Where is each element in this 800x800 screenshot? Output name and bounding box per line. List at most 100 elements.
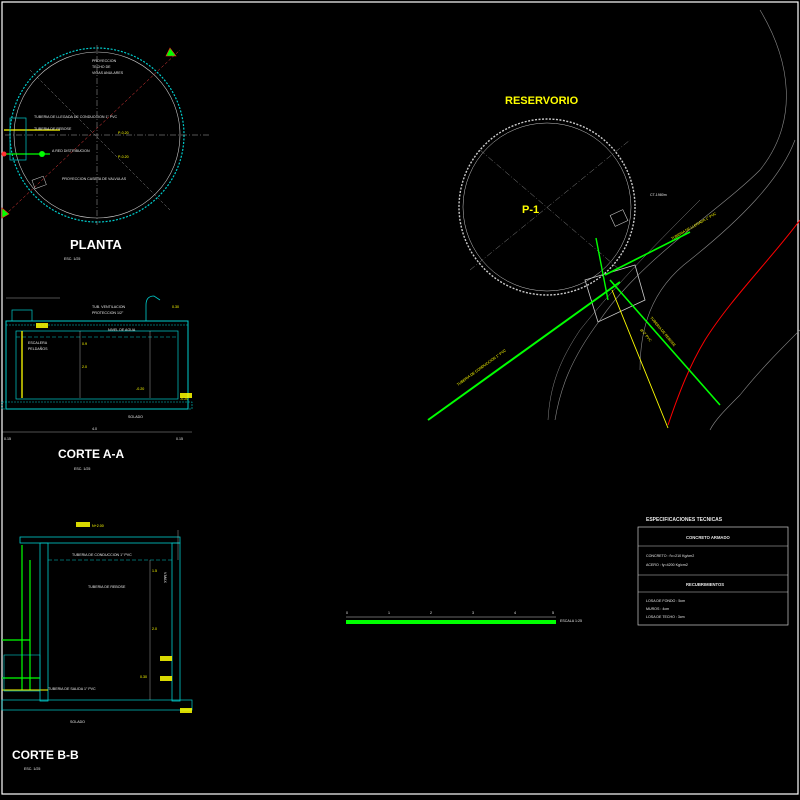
site-pipe-conduccion	[427, 281, 621, 421]
site-tank-outer	[458, 118, 636, 296]
corte-bb-title: CORTE B-B	[12, 748, 79, 762]
site-pipe1-label: TUBERIA DE LLEGADA 1" PVC	[671, 211, 718, 240]
planta-diag-2	[29, 69, 171, 211]
site-title: RESERVORIO	[505, 95, 579, 107]
scale-bar-body	[346, 620, 556, 624]
corte-aa-level-tag-1	[36, 323, 48, 328]
corte-bb-note-1: TUBERIA DE CONDUCCION 1" PVC	[72, 553, 132, 557]
site-tank-inner	[462, 122, 632, 292]
planta-section-marker-a	[165, 47, 177, 57]
corte-aa-note-3: NIVEL DE AGUA	[108, 328, 136, 332]
site-tank-label: P-1	[522, 204, 539, 216]
planta-level-1: P-0.20	[118, 131, 129, 135]
corte-bb-dim-vmax: V.MAX	[163, 572, 167, 583]
corte-bb-level-tag-3	[180, 708, 192, 713]
corte-bb-level-tag-4	[76, 522, 90, 527]
scale-tick-4: 4	[514, 611, 516, 615]
site-tank-axis-1	[469, 139, 631, 271]
corte-aa-tank-inner	[15, 330, 179, 400]
site-pipe-llegada	[604, 231, 691, 276]
planta-title: PLANTA	[70, 237, 122, 252]
corte-aa-solado: SOLADO	[128, 415, 143, 419]
corte-aa-dim-mid: 4.0	[92, 427, 97, 431]
corte-bb-wall-left	[39, 542, 49, 702]
planta-section-marker-b	[1, 207, 10, 219]
corte-aa-level-tag-2	[180, 393, 192, 398]
contour-line-1	[554, 9, 787, 421]
scale-bar-label: ESCALA 1:25	[560, 619, 582, 623]
corte-aa-lvl-b: -0.20	[180, 397, 188, 401]
planta-valve-1	[39, 151, 45, 157]
corte-aa-manhole	[11, 309, 33, 322]
scale-tick-5: 5	[552, 611, 554, 615]
scale-tick-2: 2	[430, 611, 432, 615]
specs-table: ESPECIFICACIONES TECNICAS CONCRETO ARMAD…	[637, 517, 789, 626]
site-plan-view: RESERVORIO P-1 CT-1980m TUBERIA DE LLEGA…	[427, 9, 800, 431]
site-pipe-desague	[611, 289, 669, 429]
corte-bb-dim-h3: 0.30	[140, 675, 147, 679]
planta-level-2: P-0.20	[118, 155, 129, 159]
contour-line-2	[639, 139, 796, 371]
contour-line-3	[709, 329, 800, 431]
corte-aa-dim-right: 0.15	[176, 437, 183, 441]
site-pipe-inner	[595, 237, 609, 301]
corte-bb-note-2: TUBERIA DE REBOSE	[88, 585, 126, 589]
planta-note-4: TUBERIA DE LLEGADA DE CONDUCCION 1" PVC	[34, 115, 118, 119]
corte-aa-note-2: PROTECCION 1/2"	[92, 311, 124, 315]
specs-row-2: ACERO : fy=4200 Kg/cm2	[646, 563, 688, 567]
planta-note-2: TECHO DE	[92, 65, 111, 69]
corte-aa-view: TUB. VENTILACION PROTECCION 1/2" NIVEL D…	[1, 295, 193, 471]
specs-row-5: LOSA DE TECHO : 3cm	[646, 615, 685, 619]
site-pipe4-label: Ø 2" PVC	[639, 328, 652, 343]
site-tank-axis-2	[479, 149, 621, 271]
corte-bb-dim-h1: 1.5	[152, 569, 157, 573]
planta-note-6: A RED DISTRIBUCION	[52, 149, 90, 153]
corte-bb-roof-slab	[19, 536, 181, 544]
corte-aa-note-5: PELDAÑOS	[28, 346, 48, 351]
corte-aa-scale: ESC. 1/25	[74, 467, 90, 471]
corte-aa-note-4: ESCALERA	[28, 341, 48, 345]
corte-aa-title: CORTE A-A	[58, 447, 125, 461]
specs-row-1: CONCRETO : f'c=210 Kg/cm2	[646, 554, 694, 558]
planta-diag-1	[4, 49, 181, 216]
corte-aa-roof-slab	[5, 320, 189, 326]
corte-bb-note-3: TUBERIA DE SALIDA 1" PVC	[48, 687, 96, 691]
contour-line-4	[547, 199, 701, 421]
corte-aa-dim-h2: 2.0	[82, 365, 87, 369]
specs-sec2: RECUBRIMIENTOS	[686, 582, 724, 587]
planta-note-5: TUBERIA DE REBOSE	[34, 127, 72, 131]
planta-ladder-hatch	[31, 175, 47, 190]
corte-aa-tank-shell	[5, 320, 189, 410]
corte-bb-solado: SOLADO	[70, 720, 85, 724]
site-pipe-rebose	[609, 279, 721, 406]
corte-aa-dim-h3: 0.30	[172, 305, 179, 309]
corte-bb-level-top: N+2.00	[92, 524, 104, 528]
scale-tick-0: 0	[346, 611, 348, 615]
corte-aa-vent-pipe	[145, 295, 161, 321]
planta-valve-box	[9, 117, 27, 161]
corte-bb-floor-slab	[1, 699, 193, 711]
site-hatch	[609, 209, 629, 227]
corte-bb-wall-right	[171, 542, 181, 702]
specs-row-3: LOSA DE FONDO : 5cm	[646, 599, 685, 603]
site-valve-box	[584, 264, 646, 323]
corte-bb-valve-box	[3, 654, 41, 692]
corte-aa-lvl-a: -0.20	[136, 387, 144, 391]
scale-tick-1: 1	[388, 611, 390, 615]
contour-line-red	[667, 219, 800, 426]
corte-aa-dim-h1: 0.9	[82, 342, 87, 346]
corte-aa-dim-left: 0.15	[4, 437, 11, 441]
specs-title: ESPECIFICACIONES TECNICAS	[646, 517, 723, 523]
specs-row-4: MUROS : 4cm	[646, 607, 669, 611]
corte-bb-view: N+2.00 TUBERIA DE CONDUCCION 1" PVC TUBE…	[1, 522, 193, 771]
corte-bb-scale: ESC. 1/25	[24, 767, 40, 771]
corte-aa-floor-slab	[1, 401, 193, 410]
scale-tick-3: 3	[472, 611, 474, 615]
site-ct-label: CT-1980m	[650, 193, 667, 197]
corte-bb-level-tag-1	[160, 656, 172, 661]
corte-bb-dim-h2: 2.0	[152, 627, 157, 631]
specs-sec1: CONCRETO ARMADO	[686, 535, 730, 540]
planta-valve-2	[1, 151, 7, 157]
